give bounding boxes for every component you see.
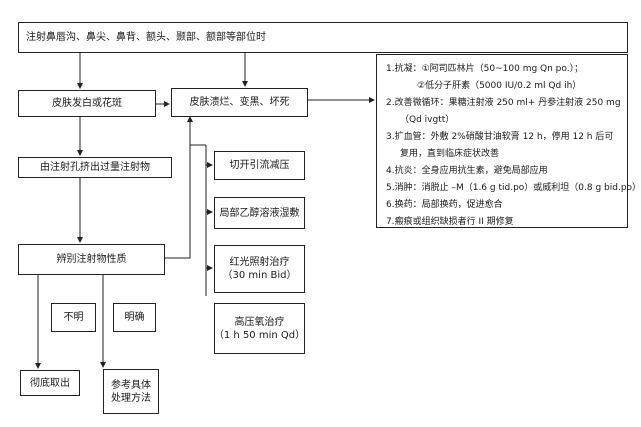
node-unclear-label: 不明 bbox=[63, 312, 84, 323]
node-reference: 参考具体 处理方法 bbox=[103, 369, 159, 414]
node-identify-label: 辨别注射物性质 bbox=[56, 254, 127, 265]
treatment-line-1: 1.抗凝：①阿司匹林片（50~100 mg Qn po.）； bbox=[386, 64, 584, 74]
node-remove-label: 彻底取出 bbox=[30, 377, 70, 389]
node-ethanol: 局部乙醇溶液湿敷 bbox=[214, 197, 305, 229]
treatment-line-2: ②低分子肝素（5000 IU/0.2 ml Qd ih） bbox=[417, 81, 582, 91]
node-injection-sites: 注射鼻唇沟、鼻尖、鼻背、额头、颞部、额部等部位时 bbox=[18, 22, 628, 53]
node-skin-necrosis: 皮肤溃烂、变黑、坏死 bbox=[171, 88, 308, 117]
node-reference-label-line1: 参考具体 bbox=[111, 379, 151, 391]
treatment-line-3: 2.改善微循环：果糖注射液 250 ml+ 丹参注射液 250 mg bbox=[386, 98, 621, 108]
node-red-light-label-line2: （30 min Bid） bbox=[222, 270, 297, 281]
treatment-line-4: （Qd ivgtt） bbox=[400, 115, 455, 125]
node-skin-necrosis-label: 皮肤溃烂、变黑、坏死 bbox=[189, 97, 290, 108]
node-oxygen-label-line2: （1 h 50 min Qd） bbox=[213, 329, 306, 341]
node-skin-pale: 皮肤发白或花斑 bbox=[18, 90, 156, 117]
treatment-line-10: 7.瘢痕或组织缺损者行 II 期修复 bbox=[386, 217, 514, 227]
treatment-line-6: 复用，直到临床症状改善 bbox=[400, 149, 500, 159]
node-reference-label-line2: 处理方法 bbox=[111, 392, 151, 404]
node-red-light-label-line1: 红光照射治疗 bbox=[229, 257, 290, 268]
node-oxygen: 高压氧治疗 （1 h 50 min Qd） bbox=[214, 303, 305, 354]
node-squeeze-out: 由注射孔挤出过量注射物 bbox=[18, 157, 172, 178]
treatment-line-7: 4.抗炎：全身应用抗生素，避免局部应用 bbox=[386, 166, 548, 176]
node-remove: 彻底取出 bbox=[20, 370, 80, 396]
node-incision: 切开引流减压 bbox=[214, 151, 305, 180]
node-identify: 辨别注射物性质 bbox=[18, 244, 165, 275]
node-red-light: 红光照射治疗 （30 min Bid） bbox=[214, 245, 305, 293]
node-squeeze-out-label: 由注射孔挤出过量注射物 bbox=[40, 162, 150, 173]
node-clear-label: 明确 bbox=[124, 312, 145, 323]
treatment-line-5: 3.扩血管：外敷 2%硝酸甘油软膏 12 h，停用 12 h 后可 bbox=[386, 132, 614, 142]
node-ethanol-label: 局部乙醇溶液湿敷 bbox=[219, 207, 300, 219]
node-oxygen-label-line1: 高压氧治疗 bbox=[234, 316, 285, 328]
arrow-identify-to-necrosis bbox=[165, 116, 193, 259]
node-clear: 明确 bbox=[113, 303, 156, 332]
node-skin-pale-label: 皮肤发白或花斑 bbox=[52, 98, 122, 109]
treatment-line-8: 5.消肿：消脱止 –M（1.6 g tid.po）或威利坦（0.8 g bid.… bbox=[386, 183, 641, 193]
treatment-panel: 1.抗凝：①阿司匹林片（50~100 mg Qn po.）； ②低分子肝素（50… bbox=[376, 54, 641, 228]
treatment-line-9: 6.换药：局部换药，促进愈合 bbox=[386, 200, 503, 210]
node-incision-label: 切开引流减压 bbox=[229, 160, 290, 171]
node-injection-sites-label: 注射鼻唇沟、鼻尖、鼻背、额头、颞部、额部等部位时 bbox=[26, 32, 266, 43]
node-unclear: 不明 bbox=[51, 303, 96, 332]
